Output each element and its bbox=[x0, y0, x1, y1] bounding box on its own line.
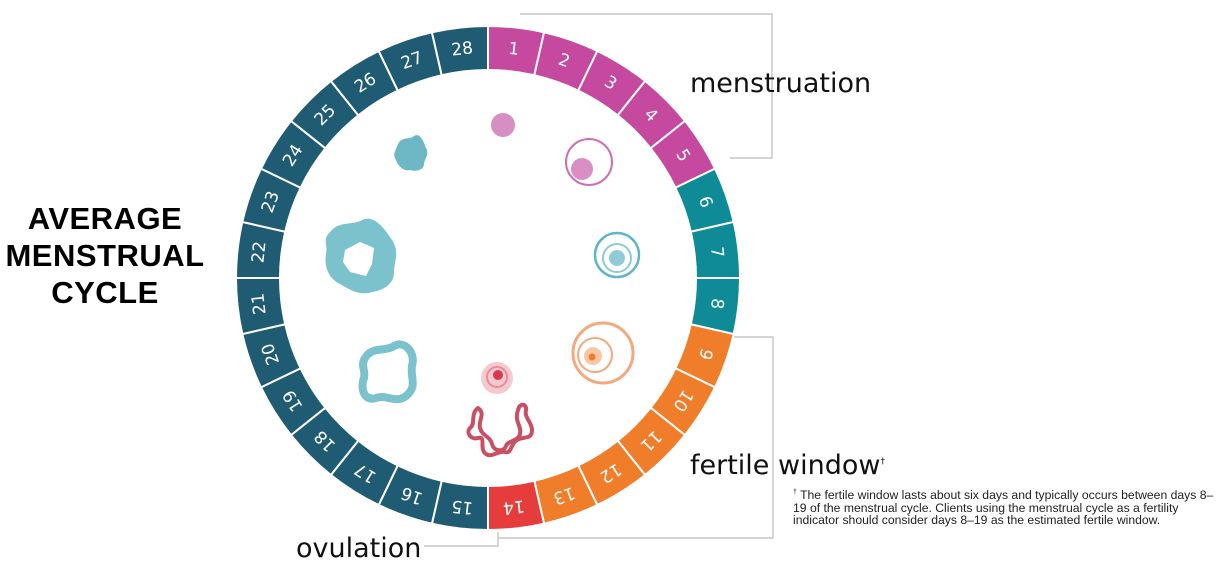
fertile-window-footnote: † The fertile window lasts about six day… bbox=[793, 487, 1223, 527]
fertile-window-label: fertile window† bbox=[690, 450, 885, 481]
corpus-luteum-icon-large bbox=[326, 219, 397, 294]
day-label-14: 14 bbox=[502, 495, 526, 517]
corpus-luteum-icon-small bbox=[394, 135, 427, 171]
follicle-icon-small bbox=[491, 113, 515, 137]
day-label-1: 1 bbox=[507, 39, 520, 60]
title-line-3: CYCLE bbox=[0, 274, 210, 311]
footnote-text: The fertile window lasts about six days … bbox=[793, 488, 1213, 527]
ovulation-bracket bbox=[424, 532, 498, 546]
page-title: AVERAGE MENSTRUAL CYCLE bbox=[0, 200, 210, 311]
corpus-luteum-icon-medium bbox=[363, 344, 413, 399]
day-label-8: 8 bbox=[706, 297, 727, 310]
follicle-icon-maturing bbox=[595, 233, 639, 277]
day-label-22: 22 bbox=[248, 240, 270, 264]
follicle-icon-growing bbox=[566, 139, 612, 185]
day-label-21: 21 bbox=[248, 292, 270, 316]
ovulation-label-text: ovulation bbox=[296, 533, 421, 564]
day-label-28: 28 bbox=[450, 38, 474, 60]
menstruation-label-text: menstruation bbox=[690, 68, 871, 99]
day-label-7: 7 bbox=[706, 246, 727, 259]
menstruation-label: menstruation bbox=[690, 68, 871, 99]
ovulation-egg-icon bbox=[468, 362, 532, 455]
day-label-15: 15 bbox=[450, 495, 474, 517]
follicle-icon-dominant bbox=[573, 323, 633, 383]
title-line-1: AVERAGE bbox=[0, 200, 210, 237]
title-line-2: MENSTRUAL bbox=[0, 237, 210, 274]
ovulation-label: ovulation bbox=[296, 533, 421, 564]
fertile-window-dagger: † bbox=[880, 457, 885, 467]
fertile-window-label-text: fertile window bbox=[690, 450, 880, 481]
